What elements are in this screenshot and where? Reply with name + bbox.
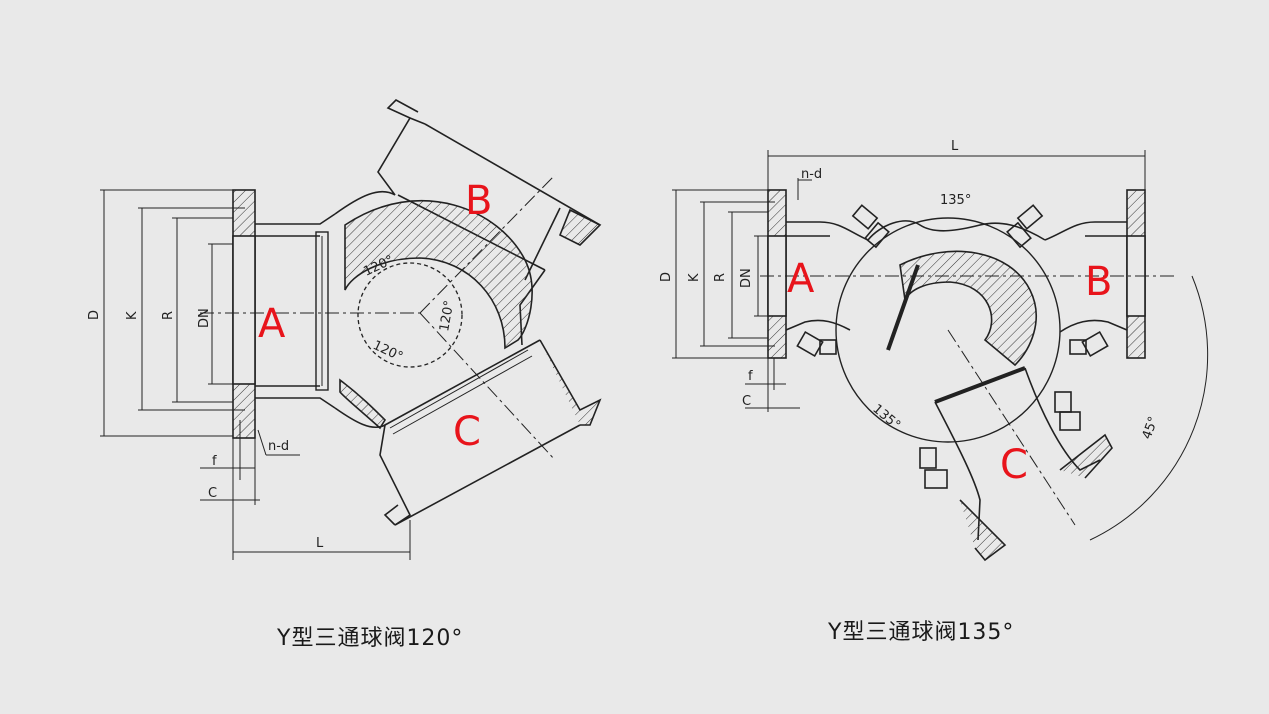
dim-dn-label-120: DN: [197, 308, 212, 328]
caption-135: Y型三通球阀135°: [828, 620, 1015, 645]
dim-r-label-120: R: [161, 311, 176, 320]
pipe-c-outer: [394, 424, 581, 526]
pipe-a-bottom-135: [785, 319, 851, 331]
dim-nd-label-120: n-d: [268, 439, 289, 454]
bolt-top-right: [1006, 204, 1044, 249]
dim-f-label-135: f: [748, 369, 753, 384]
ball-circle-120: [357, 262, 463, 368]
port-a-label-135: A: [787, 256, 815, 302]
pipe-a-bottom-wall: [255, 397, 336, 409]
angle-top-135: 135°: [940, 193, 971, 208]
ball-circle-135: [835, 217, 1061, 443]
bolt-mid-right: [1069, 330, 1109, 358]
port-b-label-120: B: [465, 178, 492, 224]
flange-c-135: [959, 499, 1007, 562]
pipe-c-left-135: [934, 401, 981, 541]
ball-hatch-120: [344, 200, 533, 350]
angle-bottom-135: 135°: [869, 402, 903, 434]
dim-c-label-120: C: [208, 486, 217, 501]
dim-f-label-120: f: [212, 454, 217, 469]
dim-k-label-135: K: [687, 273, 702, 282]
dim-l-label-135: L: [951, 139, 959, 154]
dim-d-label-135: D: [659, 272, 674, 282]
caption-120: Y型三通球阀120°: [277, 626, 464, 651]
pipe-b-outer: [424, 123, 601, 226]
port-a-label-120: A: [258, 301, 286, 347]
dim-dn-label-135: DN: [739, 268, 754, 288]
angle-bottom-120: 120°: [370, 338, 405, 365]
pipe-a-top-wall: [255, 213, 336, 225]
flange-b-tab-left: [386, 99, 419, 119]
bolt-bottom-right: [1054, 391, 1081, 431]
flange-b-120: [558, 208, 602, 246]
dim-l-label-120: L: [316, 536, 324, 551]
ball-hatch-135: [899, 250, 1038, 367]
port-c-label-120: C: [453, 409, 481, 455]
body-top-135: [867, 220, 1046, 241]
pipe-a-top-135: [786, 221, 869, 241]
dim-nd-label-135: n-d: [801, 167, 822, 182]
body-lower-left: [334, 407, 412, 526]
port-c-label-135: C: [1000, 442, 1028, 488]
pipe-b-bottom-135: [1059, 319, 1128, 333]
dim-k-label-120: K: [125, 311, 140, 320]
port-b-label-135: B: [1085, 259, 1112, 305]
flange-c-120: [539, 339, 602, 426]
pipe-c-inner: [384, 339, 541, 426]
valve-135-drawing: [672, 150, 1209, 562]
pipe-b-top-135: [1044, 221, 1127, 241]
body-upper-left: [334, 117, 426, 215]
angle-side-135: 45°: [1140, 415, 1162, 442]
arc-45-135: [1089, 275, 1209, 541]
dim-d-label-120: D: [87, 310, 102, 320]
dim-r-label-135: R: [713, 273, 728, 282]
bolt-mid-left: [796, 330, 837, 358]
angle-right-120: 120°: [437, 299, 457, 332]
bolt-bottom-left: [919, 447, 948, 489]
valve-120-drawing: [100, 99, 602, 560]
bolt-top-left: [851, 204, 890, 249]
dim-c-label-135: C: [742, 394, 751, 409]
